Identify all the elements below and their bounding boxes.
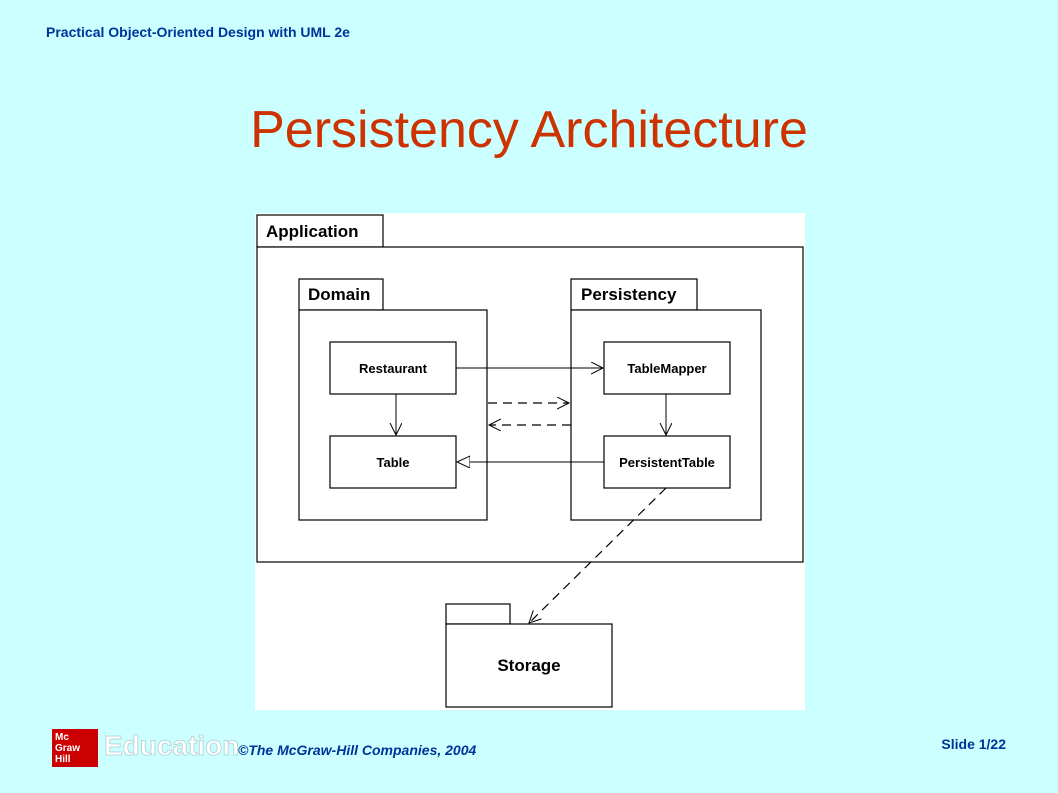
dependency-persistenttable-storage	[529, 487, 667, 623]
logo-education-wordmark: Education	[103, 730, 240, 762]
class-persistent-table-label: PersistentTable	[619, 455, 715, 470]
uml-package-diagram: Application Domain Persistency Restauran…	[255, 213, 805, 710]
copyright-notice: ©The McGraw-Hill Companies, 2004	[238, 742, 477, 758]
package-storage-label: Storage	[497, 656, 560, 675]
class-table: Table	[329, 435, 457, 489]
package-storage: Storage	[445, 603, 613, 708]
class-table-mapper: TableMapper	[603, 341, 731, 395]
class-table-label: Table	[377, 455, 410, 470]
package-persistency-label: Persistency	[581, 285, 677, 304]
logo-line-mc: Mc	[55, 731, 69, 743]
package-domain-label: Domain	[308, 285, 370, 304]
class-table-mapper-label: TableMapper	[627, 361, 706, 376]
package-application-label: Application	[266, 222, 359, 241]
class-persistent-table: PersistentTable	[603, 435, 731, 489]
course-title: Practical Object-Oriented Design with UM…	[46, 24, 350, 40]
slide-title: Persistency Architecture	[250, 101, 808, 159]
class-restaurant: Restaurant	[329, 341, 457, 395]
logo-line-graw: Graw	[55, 742, 81, 754]
mcgraw-hill-logo: Mc Graw Hill	[52, 729, 98, 767]
logo-line-hill: Hill	[55, 753, 71, 765]
class-restaurant-label: Restaurant	[359, 361, 428, 376]
slide-number: Slide 1/22	[941, 736, 1006, 752]
